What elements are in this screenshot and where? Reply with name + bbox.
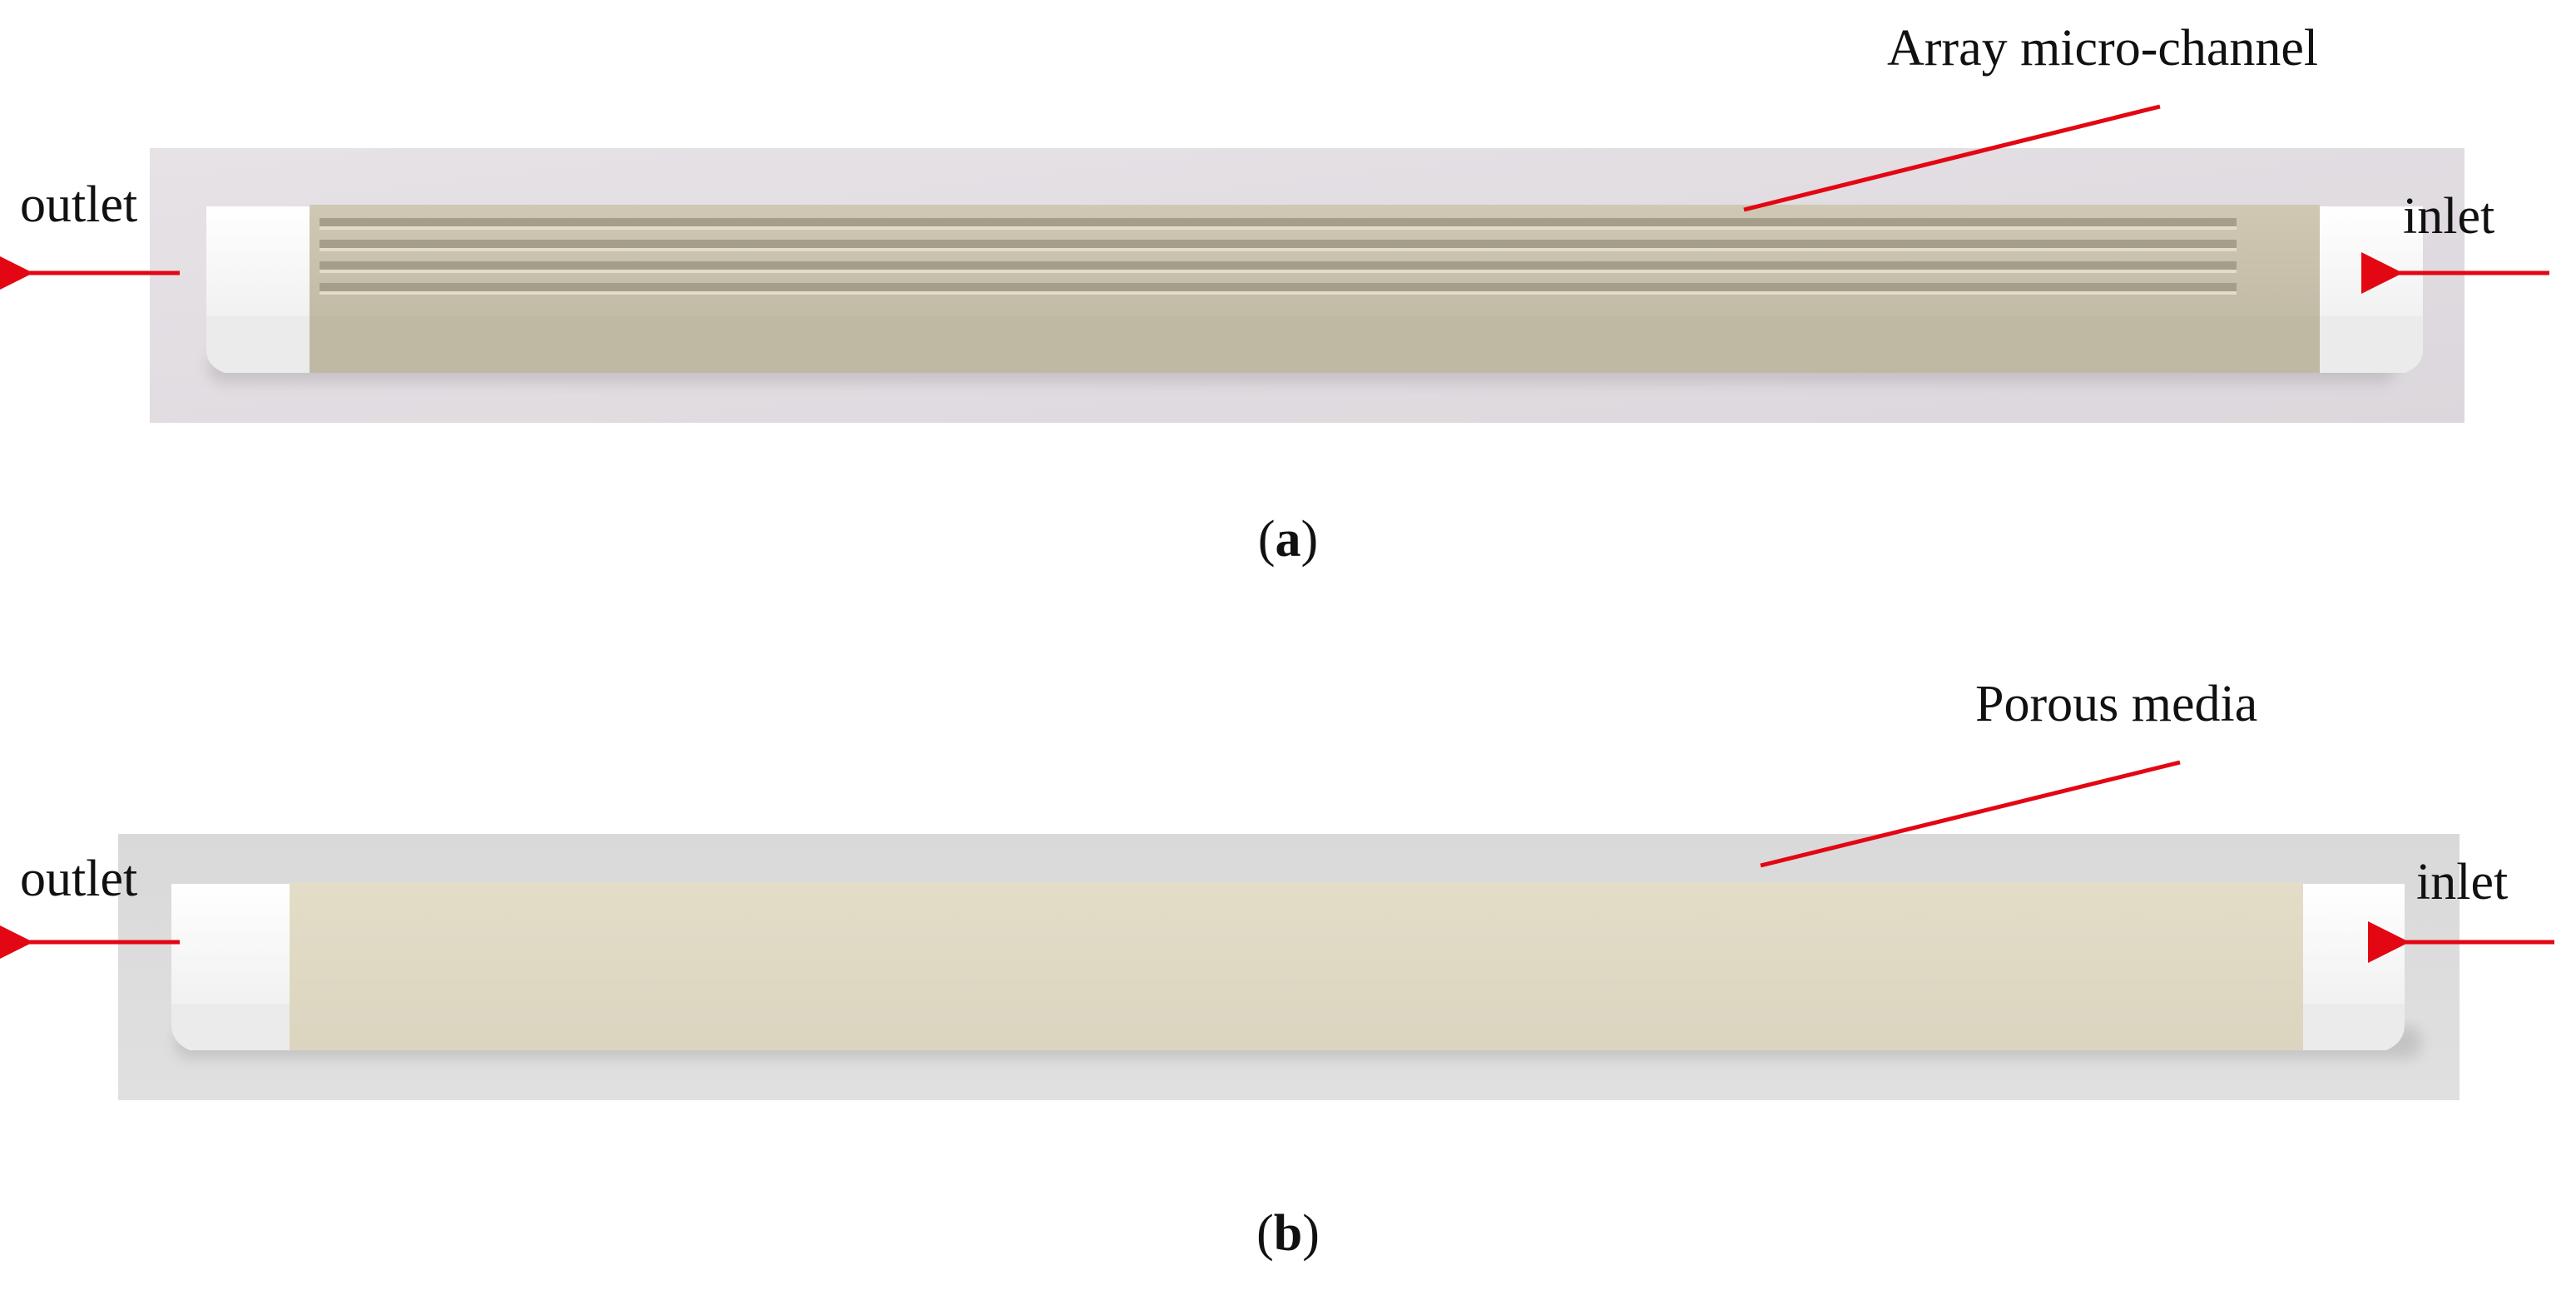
micro-channel-groove-highlight (320, 226, 2237, 230)
caption-a: (a) (1258, 511, 1318, 568)
micro-channel-groove (320, 283, 2237, 291)
porous-media-callout-line (1760, 760, 2181, 868)
outlet-label: outlet (20, 851, 137, 907)
outlet-end-cap (206, 206, 310, 373)
panel-b: Porous media outlet inlet (b) (0, 676, 2554, 1262)
channel-grooves (320, 218, 2237, 295)
porous-media-body (290, 882, 2303, 1050)
outlet-end-cap (171, 884, 290, 1050)
inlet-label: inlet (2403, 188, 2494, 245)
porous-media-label: Porous media (1975, 676, 2257, 732)
array-micro-channel-callout-line (1743, 104, 2161, 212)
panel-a: Array micro-channel outlet inlet (a) (0, 20, 2549, 568)
outlet-label: outlet (20, 176, 137, 233)
inlet-end-cap (2303, 884, 2405, 1050)
micro-channel-groove-highlight (320, 248, 2237, 251)
inlet-label: inlet (2416, 854, 2508, 910)
micro-channel-groove-highlight (320, 291, 2237, 295)
micro-channel-groove-highlight (320, 270, 2237, 273)
micro-channel-body (310, 205, 2320, 373)
caption-b: (b) (1256, 1205, 1320, 1262)
micro-channel-groove (320, 240, 2237, 248)
array-micro-channel-label: Array micro-channel (1887, 20, 2318, 77)
micro-channel-groove (320, 218, 2237, 226)
micro-channel-groove (320, 261, 2237, 270)
